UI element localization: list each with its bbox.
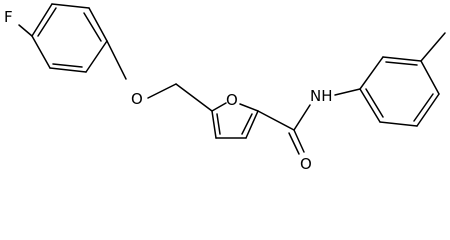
o-ch2-bond	[147, 83, 177, 99]
c-n-bond	[293, 104, 311, 131]
c-o-double-bond-2	[288, 132, 300, 155]
ch2-furan-bond	[175, 83, 213, 112]
amide-nitrogen-label: NH	[310, 87, 333, 105]
c-o-double-bond-1	[293, 129, 305, 153]
methyl-bond	[420, 32, 446, 62]
fluorophenyl-ring	[31, 3, 108, 73]
furan-carbonyl-bond	[257, 110, 295, 131]
furan-oxygen-label: O	[226, 91, 238, 109]
tolyl-ring	[359, 56, 440, 127]
aryl-o-bond	[106, 40, 127, 80]
ether-oxygen-label: O	[131, 90, 143, 108]
n-aryl-bond	[334, 88, 361, 96]
fluorine-label: F	[4, 8, 13, 26]
c-f-bond	[18, 24, 33, 37]
chemical-structure-diagram: F O O NH O	[4, 3, 446, 172]
carbonyl-oxygen-label: O	[300, 155, 312, 172]
furan-ring	[211, 102, 259, 139]
